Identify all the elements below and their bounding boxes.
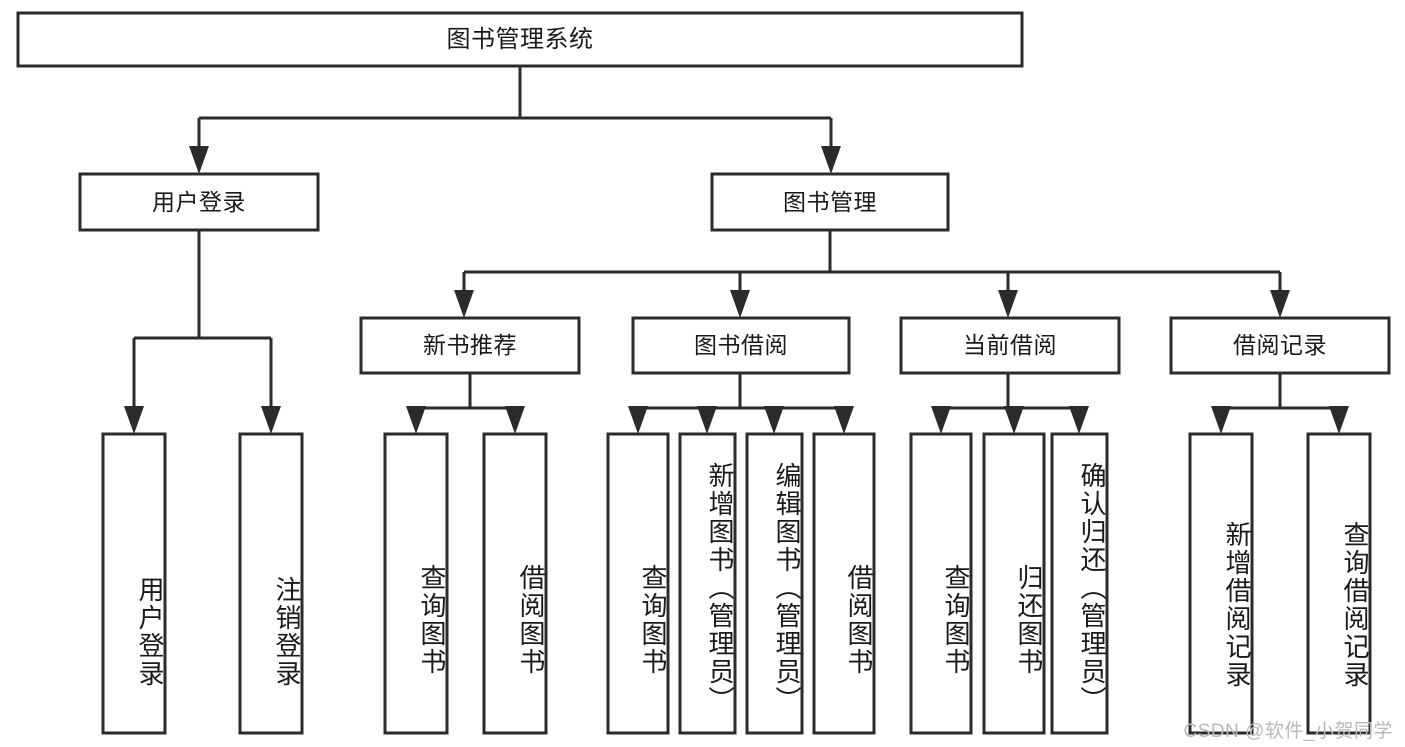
- arrow-head-icon: [1004, 406, 1024, 434]
- node-box-leaf-borrow-book-recommend[interactable]: [482, 432, 548, 735]
- node-box-leaf-return-book[interactable]: [982, 432, 1046, 735]
- arrow-head-icon: [189, 146, 209, 174]
- node-box-leaf-query-borrow-record[interactable]: [1306, 432, 1372, 735]
- node-box-leaf-confirm-return[interactable]: [1050, 432, 1109, 735]
- arrow-head-icon: [1270, 290, 1290, 318]
- arrow-head-icon: [764, 406, 784, 434]
- arrow-head-icon: [124, 406, 144, 434]
- arrow-head-icon: [406, 406, 426, 434]
- watermark-text: CSDN @软件_小贺同学: [1183, 721, 1393, 742]
- node-box-leaf-edit-book[interactable]: [745, 432, 804, 735]
- node-box-current-borrow[interactable]: [899, 316, 1121, 375]
- connector-book-management-to-level2: [454, 230, 1290, 318]
- arrow-head-icon: [505, 406, 525, 434]
- node-box-new-book-recommend[interactable]: [359, 316, 581, 375]
- arrow-head-icon: [730, 290, 750, 318]
- arrow-head-icon: [261, 406, 281, 434]
- arrow-head-icon: [1211, 406, 1231, 434]
- arrow-head-icon: [931, 406, 951, 434]
- node-box-book-borrow[interactable]: [631, 316, 851, 375]
- connector-new-book-recommend-to-leaves: [406, 373, 525, 434]
- node-box-user-login[interactable]: [78, 172, 320, 232]
- connector-user-login-to-leaves: [124, 230, 281, 434]
- arrow-head-icon: [454, 290, 474, 318]
- connector-root-to-level1: [189, 66, 841, 174]
- arrow-head-icon: [628, 406, 648, 434]
- arrow-head-icon: [821, 146, 841, 174]
- node-box-leaf-query-book-current[interactable]: [909, 432, 973, 735]
- node-box-root[interactable]: [16, 11, 1024, 68]
- arrow-head-icon: [998, 290, 1018, 318]
- node-box-borrow-records[interactable]: [1169, 316, 1391, 375]
- arrow-head-icon: [1069, 406, 1089, 434]
- connector-book-borrow-to-leaves: [628, 373, 854, 434]
- node-box-leaf-user-login[interactable]: [101, 432, 167, 735]
- node-box-leaf-query-book-borrow[interactable]: [606, 432, 670, 735]
- node-box-leaf-add-borrow-record[interactable]: [1188, 432, 1254, 735]
- node-box-leaf-borrow-book[interactable]: [812, 432, 876, 735]
- connector-borrow-records-to-leaves: [1211, 373, 1349, 434]
- arrow-head-icon: [834, 406, 854, 434]
- node-box-leaf-logout[interactable]: [238, 432, 304, 735]
- node-box-book-management[interactable]: [710, 172, 950, 232]
- arrow-head-icon: [1329, 406, 1349, 434]
- connector-current-borrow-to-leaves: [931, 373, 1089, 434]
- arrow-head-icon: [697, 406, 717, 434]
- node-box-leaf-query-book-recommend[interactable]: [383, 432, 449, 735]
- node-box-leaf-add-book[interactable]: [678, 432, 737, 735]
